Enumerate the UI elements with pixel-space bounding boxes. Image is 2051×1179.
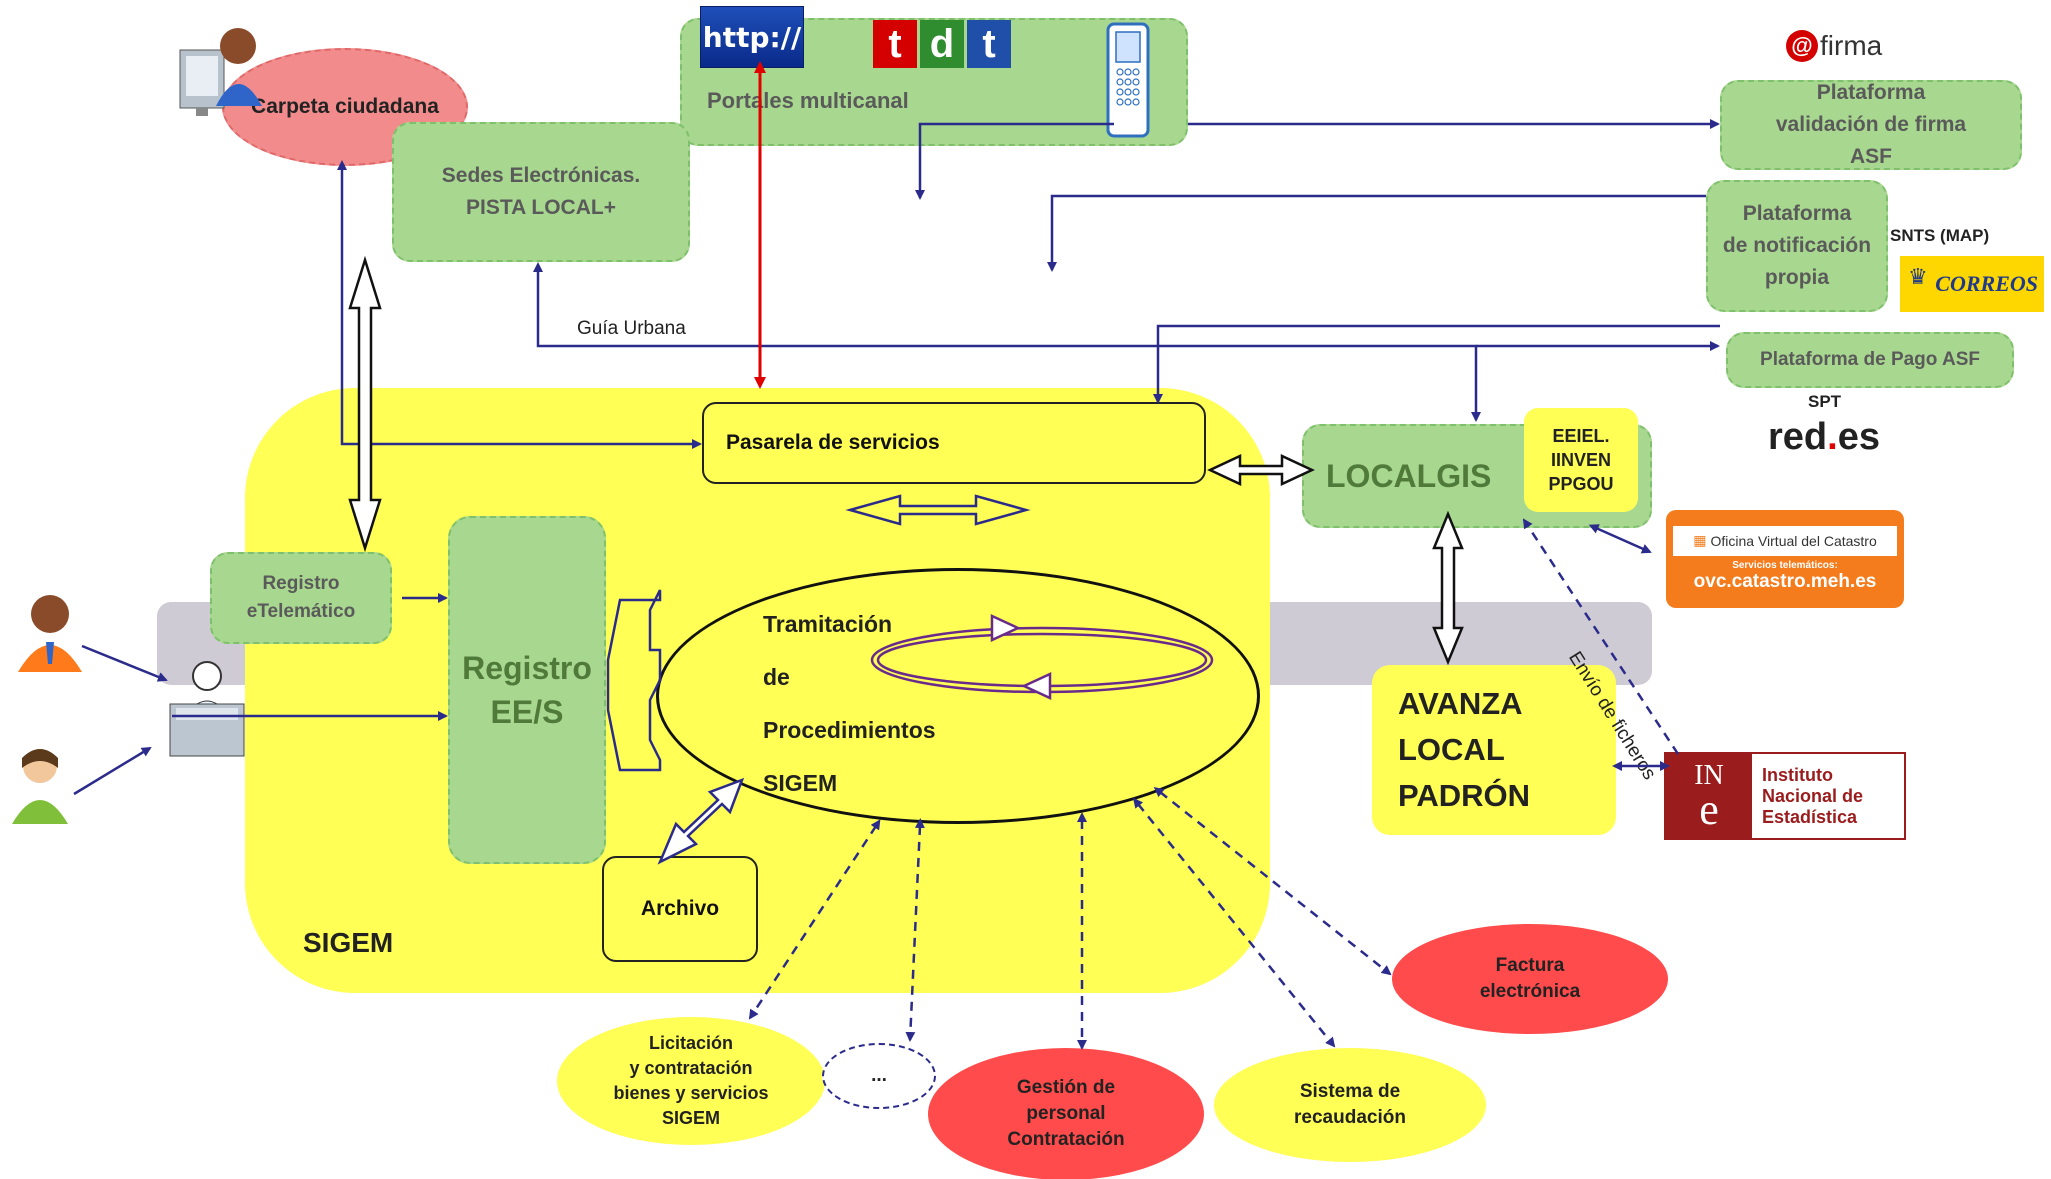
connector-factura: [1153, 787, 1392, 976]
catastro-url: ovc.catastro.meh.es: [1693, 570, 1877, 592]
registro-etelematico-box: Registro eTelemático: [210, 552, 392, 644]
portales-label: Portales multicanal: [707, 88, 909, 113]
recaudacion-label: Sistema de recaudación: [1294, 1081, 1406, 1128]
tdt-d: d: [920, 20, 964, 68]
spt-label: SPT: [1808, 392, 1842, 411]
ine-mark: IN e: [1666, 754, 1752, 838]
correos-horn-icon: ♛: [1908, 264, 1928, 289]
cycle-arrows-icon: [870, 614, 1214, 700]
licitacion-ellipse: Licitación y contratación bienes y servi…: [557, 1017, 825, 1145]
plataforma-notificacion-box: Plataforma de notificación propia: [1706, 180, 1888, 312]
catastro-square-icon: ▦: [1693, 532, 1707, 548]
double-arrow-pasarela-localgis: [1207, 454, 1315, 486]
tdt-t1: t: [873, 20, 917, 68]
plataforma-notificacion-label: Plataforma de notificación propia: [1722, 202, 1872, 289]
connector-portales-down: [915, 122, 1114, 200]
ellipsis-label: ...: [871, 1065, 887, 1086]
ine-text: Instituto Nacional de Estadística: [1762, 764, 1864, 827]
afirma-logo: @ firma: [1786, 28, 1920, 64]
tdt-t2: t: [967, 20, 1011, 68]
plataforma-pago-box: Plataforma de Pago ASF: [1726, 332, 2014, 388]
tdt-logo: t d t: [870, 20, 1014, 68]
redes-red: red: [1768, 415, 1828, 458]
red-es-logo: red . es: [1760, 412, 1888, 462]
ellipsis-ellipse: ...: [822, 1043, 936, 1109]
connector-licitacion: [748, 819, 881, 1020]
registro-etelematico-label: Registro eTelemático: [246, 573, 356, 622]
snts-label: SNTS (MAP): [1890, 226, 1990, 245]
double-arrow-carpeta-telematico: [348, 255, 382, 553]
plataforma-pago-label: Plataforma de Pago ASF: [1760, 349, 1980, 370]
localgis-label: LOCALGIS: [1326, 457, 1492, 494]
connector-guia-urbana: [533, 262, 1481, 422]
catastro-title: Oficina Virtual del Catastro: [1710, 532, 1877, 549]
factura-electronica-ellipse: Factura electrónica: [1392, 924, 1668, 1034]
sistema-recaudacion-ellipse: Sistema de recaudación: [1214, 1048, 1486, 1162]
licitacion-label: Licitación y contratación bienes y servi…: [613, 1033, 769, 1128]
double-arrow-localgis-avanza: [1432, 510, 1464, 666]
http-logo: http://: [700, 6, 804, 68]
catastro-sub: Servicios telemáticos:: [1732, 559, 1838, 571]
redes-dot: .: [1827, 415, 1838, 458]
man-user-icon: [18, 595, 82, 672]
afirma-text: firma: [1820, 30, 1883, 61]
connector-carpeta-pasarela: [337, 160, 702, 449]
connector-recaudacion: [1132, 797, 1336, 1048]
mobile-phone-icon: [1106, 22, 1150, 138]
pasarela-label: Pasarela de servicios: [726, 431, 940, 454]
connector-envio-ficheros: [1522, 518, 1680, 755]
correos-text: CORREOS: [1935, 271, 2038, 296]
connector-woman-clerk: [73, 746, 152, 796]
tramitacion-label: Tramitación de Procedimientos SIGEM: [763, 611, 936, 796]
carpeta-label: Carpeta ciudadana: [251, 95, 439, 118]
clerk-at-desk-icon: [169, 661, 245, 757]
woman-user-icon: [12, 749, 68, 824]
ine-mark-top: IN: [1694, 760, 1724, 791]
double-arrow-archivo-tramitacion: [657, 777, 745, 865]
eeiel-label: EEIEL. IINVEN PPGOU: [1548, 426, 1614, 494]
connector-localgis-catastro: [1588, 524, 1652, 554]
registro-es-box: Registro EE/S: [448, 516, 606, 864]
http-text: http://: [702, 20, 802, 54]
gestion-personal-ellipse: Gestión de personal Contratación: [928, 1048, 1204, 1179]
avanza-local-padron-box: AVANZA LOCAL PADRÓN: [1372, 665, 1616, 835]
avanza-label: AVANZA LOCAL PADRÓN: [1398, 686, 1531, 813]
ine-logo: IN e Instituto Nacional de Estadística: [1664, 752, 1906, 840]
block-arrow-pasarela-tramitacion: [845, 494, 1031, 526]
archivo-label: Archivo: [640, 897, 720, 920]
tramitacion-ellipse: [656, 568, 1260, 824]
ine-mark-bottom: e: [1699, 785, 1719, 834]
gestion-label: Gestión de personal Contratación: [1007, 1077, 1125, 1150]
connector-from-notificacion: [1047, 194, 1706, 272]
connector-man-clerk: [81, 644, 168, 682]
user-with-computer-icon: [179, 28, 262, 116]
afirma-mark: @: [1786, 30, 1818, 62]
sigem-label: SIGEM: [303, 927, 394, 958]
eeiel-box: EEIEL. IINVEN PPGOU: [1524, 408, 1638, 512]
connector-ellipsis: [905, 818, 925, 1042]
registro-es-label: Registro EE/S: [462, 650, 592, 730]
plataforma-firma-box: Plataforma validación de firma ASF: [1720, 80, 2022, 170]
catastro-title-bar: ▦ Oficina Virtual del Catastro: [1673, 525, 1897, 556]
factura-label: Factura electrónica: [1479, 955, 1581, 1002]
plataforma-firma-label: Plataforma validación de firma ASF: [1775, 81, 1967, 168]
correos-logo: ♛ CORREOS: [1900, 256, 2044, 312]
block-arrow-registro-tramitacion: [606, 589, 662, 772]
catastro-logo: ▦ Oficina Virtual del Catastro Servicios…: [1666, 510, 1904, 608]
redes-es: es: [1837, 415, 1880, 458]
connector-pago-pasarela: [1153, 324, 1720, 404]
